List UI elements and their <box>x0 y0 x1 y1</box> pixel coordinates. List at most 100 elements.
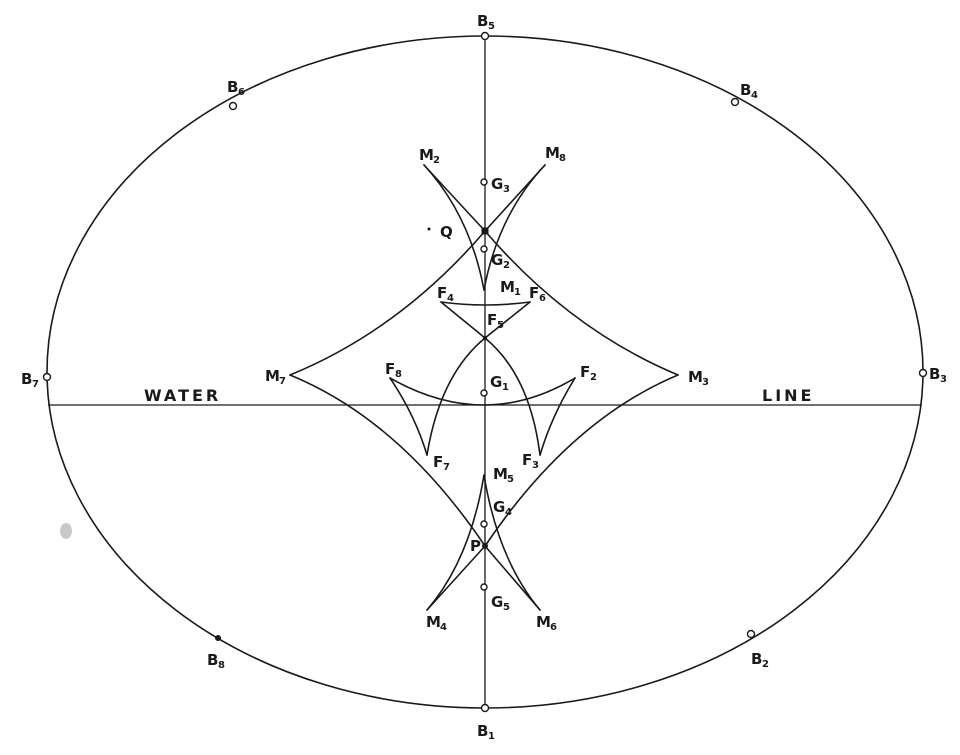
label-m6: M 6 <box>536 613 557 633</box>
svg-text:7: 7 <box>443 462 450 473</box>
label-g5: G 5 <box>491 593 510 613</box>
svg-text:2: 2 <box>503 260 510 271</box>
svg-text:F: F <box>580 363 590 381</box>
svg-text:3: 3 <box>702 377 709 388</box>
svg-text:F: F <box>487 311 497 329</box>
svg-text:M: M <box>545 144 560 162</box>
label-g4: G 4 <box>493 498 512 518</box>
svg-text:4: 4 <box>447 293 454 304</box>
svg-text:B: B <box>227 78 238 96</box>
svg-text:7: 7 <box>279 376 286 387</box>
label-f8: F 8 <box>385 360 402 380</box>
label-m7: M 7 <box>265 367 286 387</box>
svg-text:5: 5 <box>507 474 514 485</box>
svg-text:G: G <box>491 593 503 611</box>
svg-text:M: M <box>536 613 551 631</box>
label-p: P <box>470 537 481 555</box>
point-b3 <box>918 368 928 378</box>
svg-text:G: G <box>493 498 505 516</box>
svg-text:8: 8 <box>218 660 225 671</box>
svg-text:B: B <box>929 365 940 383</box>
svg-text:4: 4 <box>440 622 447 633</box>
buoyancy-curve-upper-right <box>484 230 679 376</box>
svg-text:M: M <box>500 278 515 296</box>
flotation-curve-f8-f7 <box>389 377 428 456</box>
svg-text:F: F <box>385 360 395 378</box>
svg-text:F: F <box>529 284 539 302</box>
svg-text:G: G <box>490 373 502 391</box>
point-b6 <box>228 101 238 111</box>
label-b8: B 8 <box>207 651 225 671</box>
label-m4: M 4 <box>426 613 447 633</box>
svg-text:M: M <box>688 368 703 386</box>
point-b7 <box>42 372 52 382</box>
svg-text:5: 5 <box>488 21 495 32</box>
point-g4 <box>480 520 488 528</box>
label-b3: B 3 <box>929 365 947 385</box>
point-q <box>481 227 489 235</box>
svg-text:1: 1 <box>488 731 495 742</box>
svg-text:6: 6 <box>539 293 546 304</box>
svg-text:5: 5 <box>503 602 510 613</box>
flotation-arc-f4-f6 <box>440 301 531 306</box>
flotation-curve-f5-f3 <box>484 337 541 456</box>
buoyancy-curve-lower-left <box>289 374 486 547</box>
label-m2: M 2 <box>419 146 440 166</box>
point-b1 <box>480 703 490 713</box>
flotation-curve-f5-f7 <box>426 337 486 456</box>
point-b5 <box>480 31 490 41</box>
waterline-label-water: WATER <box>144 386 221 405</box>
flotation-curve-f2-f3 <box>539 377 576 456</box>
metacentre-cusp-left-lower <box>426 474 485 611</box>
label-b7: B 7 <box>21 370 39 390</box>
svg-text:8: 8 <box>559 153 566 164</box>
svg-text:2: 2 <box>762 659 769 670</box>
point-p <box>482 543 488 549</box>
buoyancy-curve-upper-left <box>289 230 486 376</box>
point-g1 <box>480 389 488 397</box>
svg-text:F: F <box>522 451 532 469</box>
label-b1: B 1 <box>477 722 495 742</box>
label-g1: G 1 <box>490 373 509 393</box>
svg-text:G: G <box>491 251 503 269</box>
svg-text:M: M <box>426 613 441 631</box>
label-f7: F 7 <box>433 453 450 473</box>
label-q: Q <box>440 223 453 241</box>
point-b4 <box>730 97 740 107</box>
metacentre-cusp-left-upper <box>423 164 485 291</box>
point-g5 <box>480 583 488 591</box>
svg-text:5: 5 <box>497 320 504 331</box>
label-f3: F 3 <box>522 451 539 471</box>
label-f4: F 4 <box>437 284 454 304</box>
svg-text:B: B <box>477 12 488 30</box>
label-b5: B 5 <box>477 12 495 32</box>
metacentre-cusp-right-lower <box>483 474 541 611</box>
svg-text:4: 4 <box>505 507 512 518</box>
svg-text:6: 6 <box>238 87 245 98</box>
svg-text:8: 8 <box>395 369 402 380</box>
svg-text:3: 3 <box>532 460 539 471</box>
label-f5: F 5 <box>487 311 504 331</box>
stray-dot-q <box>427 227 431 231</box>
buoyancy-curve-lower-right <box>484 374 679 547</box>
svg-text:B: B <box>207 651 218 669</box>
flotation-line-f6-f5 <box>484 301 531 339</box>
scan-smudge <box>60 523 72 539</box>
metacentric-line-p-m4 <box>426 545 486 611</box>
svg-text:B: B <box>21 370 32 388</box>
label-b2: B 2 <box>751 650 769 670</box>
svg-text:B: B <box>477 722 488 740</box>
point-b2 <box>746 629 756 639</box>
point-b8 <box>215 635 221 641</box>
flotation-arc-f8-f2 <box>389 377 576 406</box>
svg-text:F: F <box>437 284 447 302</box>
svg-text:4: 4 <box>751 90 758 101</box>
label-m3: M 3 <box>688 368 709 388</box>
label-m5: M 5 <box>493 465 514 485</box>
svg-text:2: 2 <box>433 155 440 166</box>
svg-text:2: 2 <box>590 372 597 383</box>
flotation-line-f4-f5 <box>440 301 486 339</box>
svg-text:3: 3 <box>940 374 947 385</box>
svg-text:B: B <box>740 81 751 99</box>
